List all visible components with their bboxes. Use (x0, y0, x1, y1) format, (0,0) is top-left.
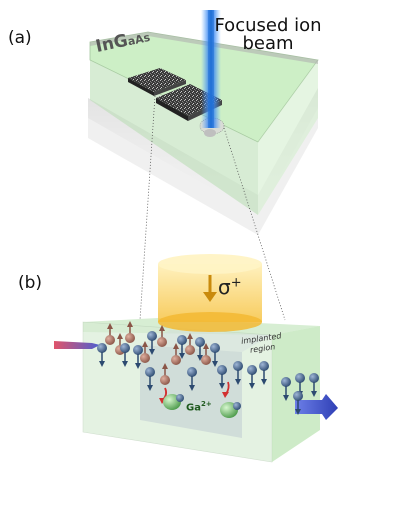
panel-label-b: (b) (18, 273, 43, 293)
polarization-symbol: σ (218, 275, 231, 299)
polarization-arrow (203, 275, 217, 302)
polarization-label: σ+ (218, 275, 242, 299)
ion-charge: 2+ (200, 400, 212, 408)
spin-up-electrons (105, 321, 211, 385)
beam-label-line1: Focused ion (214, 15, 322, 36)
ion-label: Ga2+ (186, 400, 212, 413)
ion-beam (201, 10, 221, 128)
panel-label-a: (a) (8, 28, 32, 48)
polarization-superscript: + (230, 275, 242, 291)
projection-line-right (223, 127, 286, 321)
gallium-ions (163, 394, 241, 418)
outgoing-arrow (295, 394, 338, 420)
ion-symbol: Ga (186, 402, 201, 414)
metal-pad-left (128, 68, 186, 96)
material-label-small: aAs (126, 30, 152, 49)
beam-label-line2: beam (242, 33, 294, 54)
spin-down-electrons (97, 331, 319, 415)
incoming-arrow (54, 341, 100, 349)
